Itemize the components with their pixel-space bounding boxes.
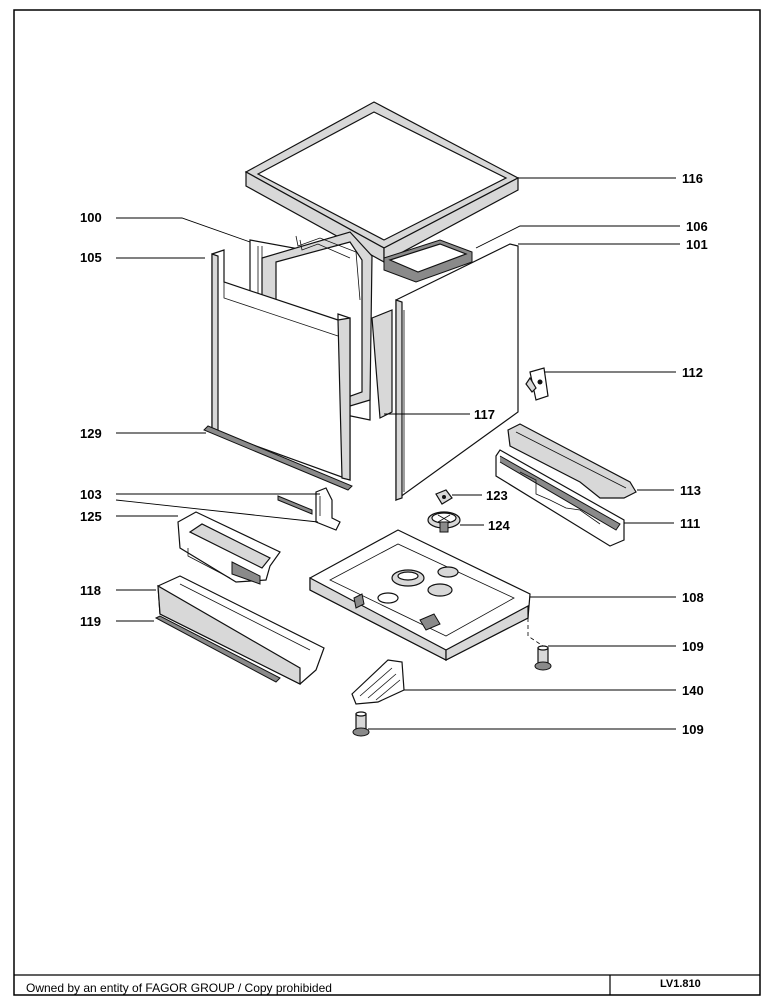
part-connector-123 xyxy=(435,489,453,505)
callout-118: 118 xyxy=(80,583,101,598)
callout-109-left: 109 xyxy=(682,722,704,737)
part-left-side-panel-105 xyxy=(211,249,351,481)
callout-101: 101 xyxy=(686,237,708,252)
sheet-border xyxy=(13,9,761,996)
callout-124: 124 xyxy=(488,518,510,533)
part-clip-103 xyxy=(277,487,341,531)
callout-123: 123 xyxy=(486,488,508,503)
part-plinth-cover-113 xyxy=(507,423,637,499)
part-foot-109-left xyxy=(352,711,370,737)
part-base-108 xyxy=(309,529,531,661)
part-kickstrip-119 xyxy=(154,615,281,683)
callout-113: 113 xyxy=(680,483,701,498)
footer-drawing-code: LV1.810 xyxy=(660,978,701,990)
footer-ownership-text: Owned by an entity of FAGOR GROUP / Copy… xyxy=(26,981,332,995)
part-filter-cap-124 xyxy=(427,511,461,533)
part-rail-129 xyxy=(203,425,353,491)
part-bracket-140 xyxy=(351,659,405,705)
callout-129: 129 xyxy=(80,426,102,441)
callout-111: 111 xyxy=(680,516,700,531)
part-clip-112 xyxy=(525,367,549,401)
part-seal-117 xyxy=(371,309,393,419)
callout-117: 117 xyxy=(474,407,495,422)
callout-108: 108 xyxy=(682,590,704,605)
part-worktop-116 xyxy=(244,101,520,264)
callout-106: 106 xyxy=(686,219,708,234)
part-right-side-panel-101 xyxy=(395,243,519,502)
part-kickplate-118 xyxy=(157,575,325,685)
leader-lines xyxy=(115,177,680,730)
callout-105: 105 xyxy=(80,250,102,265)
callout-140: 140 xyxy=(682,683,704,698)
callout-labels: 100 105 116 106 101 112 129 117 113 103 … xyxy=(80,171,708,737)
callout-100: 100 xyxy=(80,210,102,225)
part-control-module-125 xyxy=(177,511,281,585)
callout-119: 119 xyxy=(80,614,101,629)
part-foot-109-right xyxy=(534,645,552,671)
callout-125: 125 xyxy=(80,509,102,524)
part-top-strip-106 xyxy=(383,239,473,283)
callout-112: 112 xyxy=(682,365,703,380)
callout-116: 116 xyxy=(682,171,703,186)
part-bracket-111 xyxy=(495,449,625,547)
callout-109-right: 109 xyxy=(682,639,704,654)
callout-103: 103 xyxy=(80,487,102,502)
footer: Owned by an entity of FAGOR GROUP / Copy… xyxy=(14,974,760,995)
